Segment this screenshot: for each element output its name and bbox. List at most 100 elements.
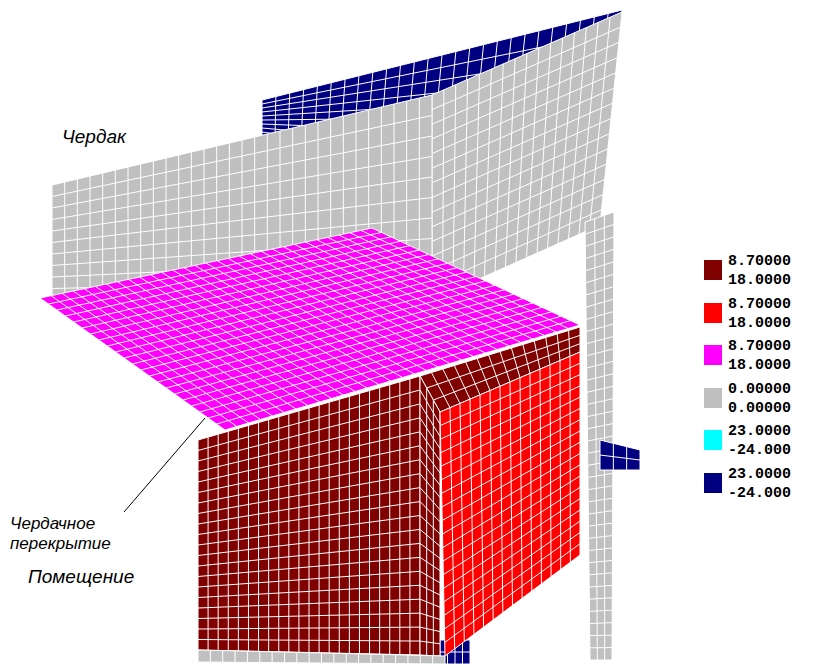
- mesh-line: [259, 652, 260, 663]
- mesh-line: [443, 369, 460, 403]
- mesh-line: [217, 321, 571, 424]
- mesh-line: [477, 359, 490, 391]
- mesh-line: [590, 647, 612, 648]
- mesh-line: [587, 411, 613, 417]
- mesh-line: [420, 655, 421, 663]
- mesh-line: [210, 650, 211, 662]
- mesh-line: [420, 404, 440, 437]
- mesh-line: [321, 653, 322, 663]
- mesh-line: [198, 516, 420, 546]
- legend-text: 0.00000 0.00000: [728, 380, 796, 418]
- mesh-line: [395, 655, 396, 664]
- legend-entry: 8.70000 18.0000: [704, 337, 796, 375]
- legend-text: 8.70000 18.0000: [728, 337, 796, 375]
- region-label: Помещение: [28, 566, 134, 588]
- mesh-line: [116, 268, 457, 352]
- mesh-line: [198, 502, 420, 535]
- leader-line: [124, 418, 205, 512]
- mesh-line: [407, 655, 408, 664]
- mesh-line: [590, 635, 612, 637]
- mesh-line: [420, 418, 440, 449]
- mesh-line: [198, 446, 420, 493]
- room-wall: [420, 376, 440, 656]
- mesh-line: [191, 307, 542, 406]
- mesh-line: [442, 442, 580, 520]
- mesh-line: [198, 460, 420, 503]
- mesh-line: [442, 420, 580, 494]
- legend-swatch: [704, 303, 722, 323]
- mesh-line: [534, 341, 540, 369]
- mesh-line: [57, 237, 391, 310]
- mesh-line: [444, 532, 580, 628]
- legend-swatch: [704, 388, 722, 408]
- room-wall: [420, 376, 440, 656]
- mesh-line: [432, 195, 603, 271]
- mesh-line: [198, 640, 420, 642]
- mesh-line: [198, 613, 420, 618]
- mesh-line: [198, 599, 420, 608]
- mesh-line: [589, 536, 613, 539]
- mesh-line: [454, 366, 470, 400]
- legend-swatch: [704, 345, 722, 365]
- mesh-line: [441, 375, 580, 440]
- mesh-line: [588, 486, 613, 490]
- mesh-line: [48, 232, 381, 304]
- mesh-line: [166, 294, 514, 388]
- mesh-line: [432, 149, 608, 227]
- mesh-line: [370, 654, 371, 663]
- mesh-line: [65, 241, 400, 316]
- mesh-line: [585, 249, 613, 258]
- mesh-line: [586, 336, 613, 343]
- mesh-line: [557, 334, 560, 361]
- mesh-line: [432, 103, 613, 183]
- mesh-line: [587, 374, 613, 380]
- mesh-line: [420, 446, 440, 473]
- mesh-line: [198, 488, 420, 524]
- mesh-line: [52, 157, 432, 220]
- mesh-line: [441, 397, 580, 466]
- mesh-line: [587, 361, 614, 368]
- mesh-line: [420, 641, 440, 644]
- roof-plane: [600, 440, 640, 470]
- mesh-line: [444, 510, 580, 602]
- mesh-line: [183, 303, 533, 400]
- legend-text: 23.0000 -24.000: [728, 465, 796, 503]
- mesh-line: [432, 656, 433, 664]
- mesh-line: [198, 627, 420, 629]
- mesh-line: [149, 285, 495, 376]
- mesh-line: [383, 655, 384, 664]
- legend-entry: 8.70000 18.0000: [704, 252, 796, 290]
- room-wall: [440, 352, 580, 656]
- mesh-line: [590, 622, 613, 624]
- mesh-line: [198, 432, 420, 482]
- mesh-line: [444, 499, 580, 589]
- legend-text: 23.0000 -24.000: [728, 422, 796, 460]
- mesh-line: [420, 516, 440, 535]
- floor-edge: [198, 650, 445, 664]
- mesh-line: [587, 399, 613, 405]
- mesh-line: [198, 474, 420, 514]
- mesh-line: [589, 548, 613, 551]
- legend-text: 8.70000 18.0000: [728, 295, 796, 333]
- mesh-line: [432, 119, 611, 198]
- mesh-line: [442, 431, 580, 507]
- mesh-line: [420, 557, 440, 570]
- mesh-line: [489, 355, 500, 386]
- mesh-line: [420, 613, 440, 619]
- legend-entry: 23.0000 -24.000: [704, 422, 796, 460]
- mesh-line: [523, 345, 530, 374]
- mesh-line: [296, 652, 297, 662]
- mesh-line: [586, 287, 614, 295]
- mesh-line: [158, 290, 505, 382]
- mesh-line: [586, 274, 614, 283]
- mesh-line: [141, 281, 486, 370]
- mesh-line: [586, 312, 613, 320]
- part-label: Чердачное перекрытие: [10, 514, 111, 553]
- legend-text: 8.70000 18.0000: [728, 252, 796, 290]
- mesh-line: [500, 352, 510, 383]
- mesh-line: [420, 432, 440, 461]
- mesh-line: [443, 454, 581, 535]
- outer-wall: [585, 212, 614, 660]
- mesh-line: [74, 246, 410, 322]
- mesh-line: [420, 599, 440, 607]
